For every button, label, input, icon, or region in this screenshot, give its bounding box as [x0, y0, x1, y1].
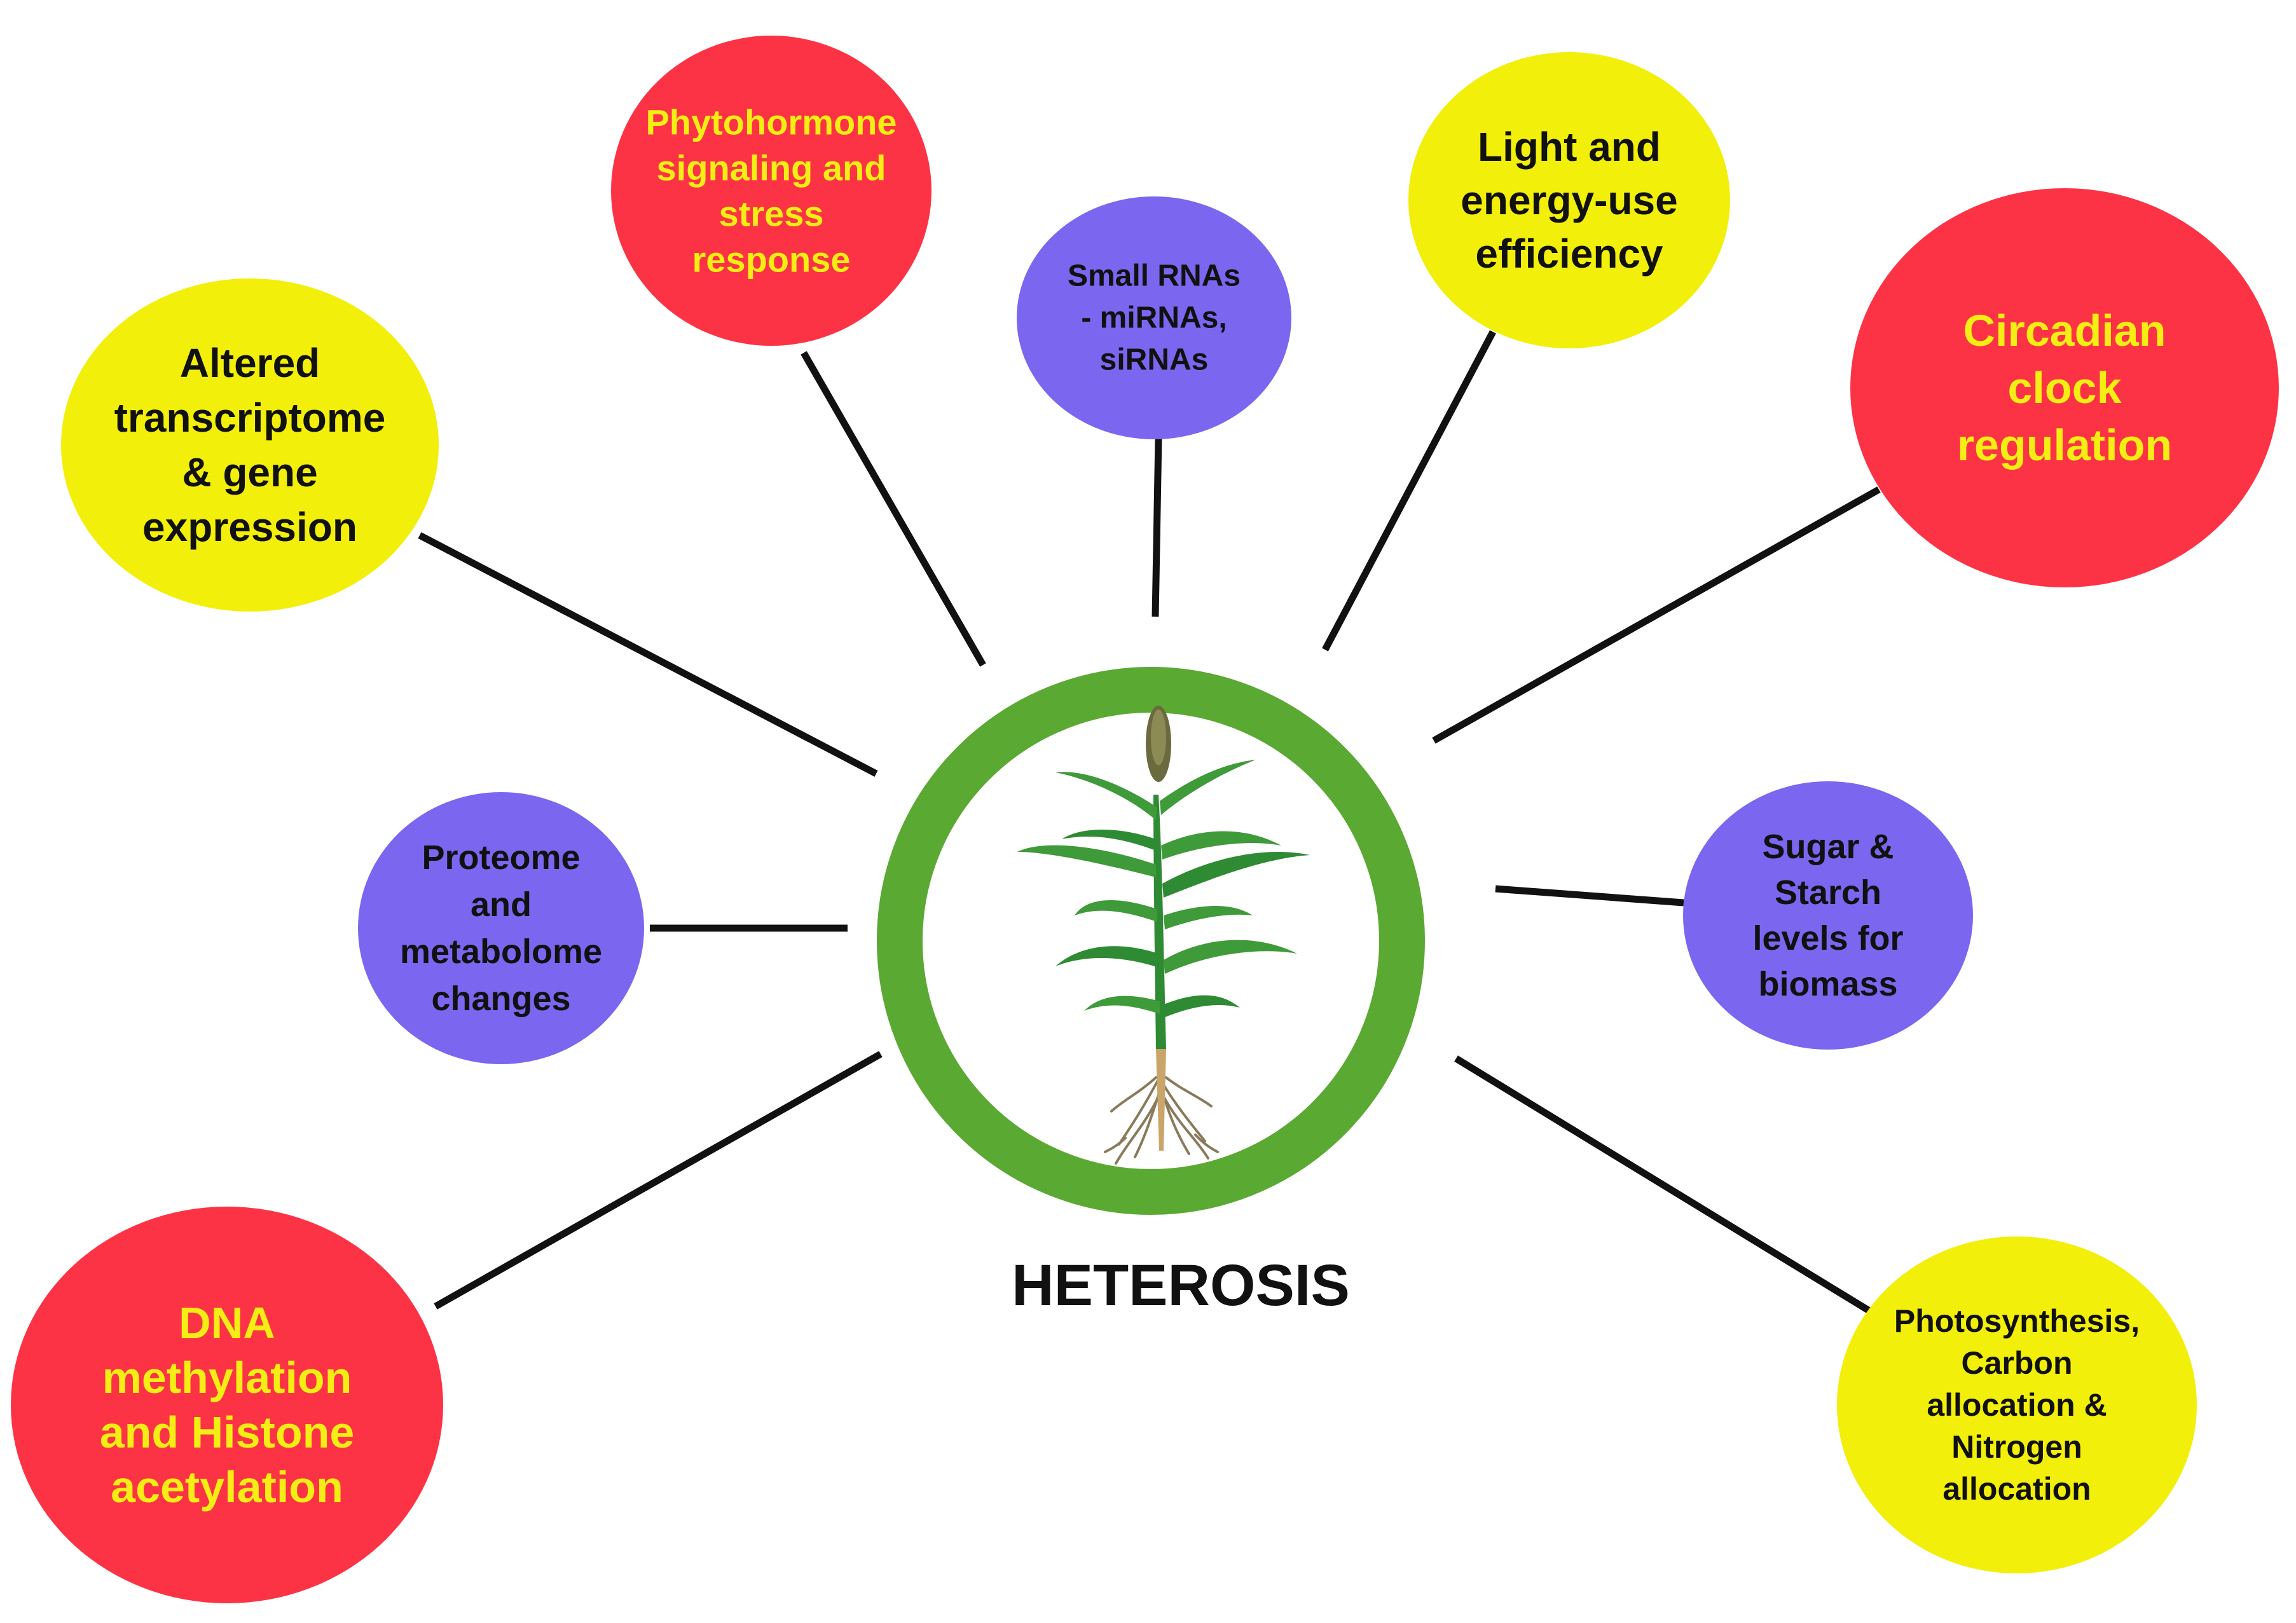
- plant-roots: [1104, 1073, 1219, 1165]
- node-label-line: transcriptome: [114, 395, 386, 441]
- node-circle-photosynthesis: [1837, 1236, 2197, 1573]
- node-label-line: and: [471, 886, 532, 924]
- node-photosynthesis: Photosynthesis, Carbon allocation & Nitroge…: [1837, 1236, 2197, 1573]
- node-label-line: allocation: [1942, 1471, 2091, 1507]
- node-label-line: - miRNAs,: [1081, 301, 1227, 335]
- connector-light-energy: [1322, 330, 1496, 652]
- node-label-line: efficiency: [1475, 231, 1663, 277]
- node-label-line: Light and: [1478, 124, 1661, 170]
- connector-photosynthesis: [1454, 1055, 1874, 1316]
- node-label-line: stress: [718, 194, 823, 234]
- node-label-line: Nitrogen: [1951, 1429, 2082, 1465]
- plant-illustration: [1017, 706, 1310, 1165]
- center-title: HETEROSIS: [1012, 1253, 1350, 1318]
- node-circle-altered-transcriptome: [61, 278, 439, 612]
- node-label-line: DNA: [179, 1298, 275, 1348]
- connector-lines: [418, 330, 1881, 1316]
- node-label-line: Photosynthesis,: [1894, 1303, 2140, 1339]
- node-label-line: metabolome: [400, 933, 602, 971]
- connector-dna-methylation: [434, 1051, 883, 1310]
- connector-circadian-clock: [1432, 486, 1881, 744]
- node-label-line: siRNAs: [1100, 343, 1209, 377]
- node-label-line: and Histone: [100, 1407, 355, 1457]
- node-circle-small-rnas: [1017, 196, 1291, 439]
- factor-nodes: Altered transcriptome & gene expression Phyt…: [11, 36, 2279, 1603]
- node-label-line: Carbon: [1962, 1345, 2073, 1381]
- plant-leaves: [1017, 760, 1310, 1017]
- node-proteome-metabolome: Proteome and metabolome changes: [358, 792, 644, 1064]
- node-circle-phytohormone: [611, 36, 931, 346]
- node-label-line: Sugar &: [1762, 828, 1894, 866]
- node-label-line: changes: [431, 980, 570, 1018]
- node-circle-dna-methylation: [11, 1207, 443, 1603]
- node-circle-sugar-starch: [1683, 781, 1973, 1050]
- node-label-line: methylation: [102, 1353, 352, 1402]
- connector-altered-transcriptome: [418, 532, 878, 777]
- node-circadian-clock: Circadian clock regulation: [1850, 188, 2279, 587]
- node-circle-light-energy: [1408, 52, 1730, 348]
- node-label-line: biomass: [1758, 965, 1897, 1003]
- node-label-line: signaling and: [657, 148, 886, 188]
- node-sugar-starch: Sugar & Starch levels for biomass: [1683, 781, 1973, 1050]
- node-label-line: expression: [142, 504, 357, 550]
- node-label-line: Starch: [1775, 873, 1881, 912]
- plant-stem: [1153, 795, 1166, 1049]
- node-label-line: Small RNAs: [1068, 259, 1241, 293]
- connector-sugar-starch: [1495, 885, 1684, 907]
- center-ring: [877, 667, 1425, 1215]
- node-label-line: Altered: [180, 340, 320, 386]
- node-label-line: response: [692, 240, 851, 280]
- node-label-line: Proteome: [422, 839, 580, 877]
- connector-phytohormone: [801, 351, 986, 667]
- node-label-line: Circadian: [1963, 306, 2166, 355]
- node-light-energy: Light and energy-use efficiency: [1408, 52, 1730, 348]
- node-label-line: energy-use: [1461, 177, 1677, 223]
- node-label-line: & gene: [182, 449, 317, 495]
- node-label-line: regulation: [1957, 420, 2172, 470]
- plant-stem-base: [1156, 1049, 1166, 1151]
- node-label-line: levels for: [1752, 919, 1903, 957]
- node-label-line: clock: [2008, 363, 2122, 413]
- node-phytohormone: Phytohormone signaling and stress response: [611, 36, 931, 346]
- node-small-rnas: Small RNAs - miRNAs, siRNAs: [1017, 196, 1291, 439]
- node-altered-transcriptome: Altered transcriptome & gene expression: [61, 278, 439, 612]
- node-label-line: acetylation: [111, 1462, 343, 1512]
- node-label-line: Phytohormone: [645, 102, 897, 142]
- center-hub: HETEROSIS: [877, 667, 1425, 1318]
- node-label-line: allocation &: [1927, 1387, 2107, 1423]
- plant-panicle-highlight: [1151, 709, 1166, 765]
- node-circle-circadian-clock: [1850, 188, 2279, 587]
- node-circle-proteome-metabolome: [358, 792, 644, 1064]
- connector-small-rnas: [1151, 438, 1162, 617]
